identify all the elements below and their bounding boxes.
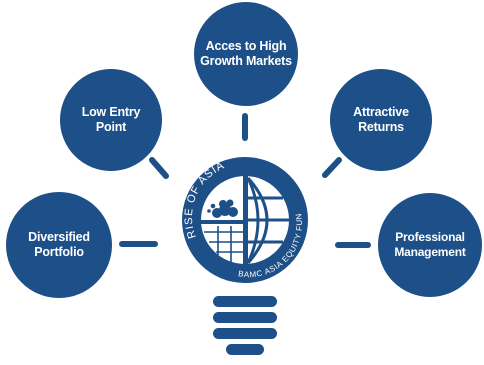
node-label: Diversified Portfolio [28, 230, 90, 259]
lightbulb-base-icon [213, 296, 277, 355]
node-label: Low Entry Point [81, 105, 141, 134]
node-diversified-portfolio: Diversified Portfolio [6, 192, 112, 298]
cloud-icon [207, 199, 238, 218]
node-label: Attractive Returns [353, 105, 409, 134]
node-low-entry-point: Low Entry Point [60, 69, 162, 171]
globe-icon [246, 176, 289, 264]
node-label: Professional Management [394, 230, 466, 259]
node-professional-management: Professional Management [378, 193, 482, 297]
connector-upper-left [149, 157, 169, 179]
node-growth-markets: Acces to High Growth Markets [194, 2, 298, 106]
node-label: Acces to High Growth Markets [200, 39, 292, 68]
node-attractive-returns: Attractive Returns [330, 69, 432, 171]
connector-upper-right [322, 157, 342, 178]
connector-lines [119, 113, 371, 248]
map-grid-icon [204, 226, 243, 262]
